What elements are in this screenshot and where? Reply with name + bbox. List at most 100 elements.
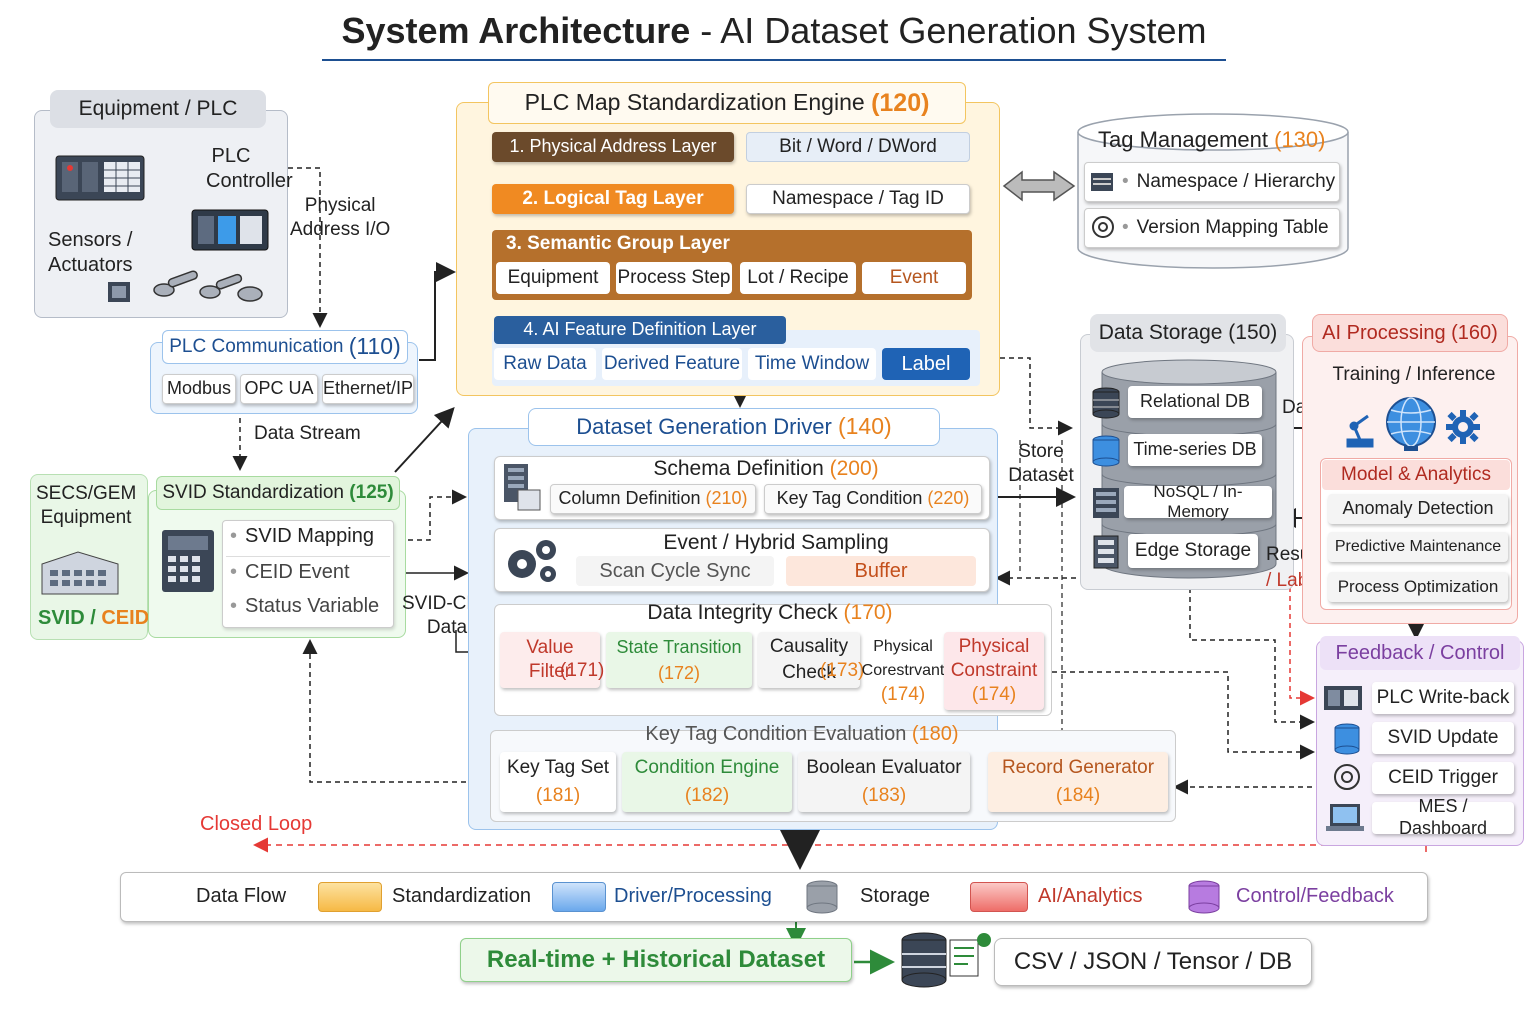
state-transition-num: (172) <box>657 663 701 683</box>
state-transition-text: State Transition <box>616 637 742 657</box>
plc-comm-title: PLC Communication (110) <box>162 330 408 364</box>
legend-control: Control/Feedback <box>1236 885 1394 907</box>
event-sampling-title: Event / Hybrid Sampling <box>663 531 889 554</box>
keytag-title: Key Tag Condition Evaluation (180) <box>496 722 1108 747</box>
engine-num: (120) <box>871 89 930 117</box>
logical-tag-layer: 2. Logical Tag Layer <box>492 184 734 214</box>
secs-title: SECS/GEM Equipment <box>36 483 137 528</box>
nosql-db: NoSQL / In-Memory <box>1124 482 1272 521</box>
tag-mgmt-num: (130) <box>1274 127 1326 152</box>
tag-mgmt-title: Tag Management (130) <box>1098 126 1325 154</box>
legend-swatch-driver <box>552 882 606 912</box>
record-generator-text: Record Generator <box>1001 757 1155 778</box>
timeseries-db: Time-series DB <box>1128 434 1262 466</box>
plc-comm-num: (110) <box>348 333 401 360</box>
integrity-num: (170) <box>843 601 893 624</box>
legend-data-flow: Data Flow <box>196 885 287 907</box>
tag-mgmt-title-text: Tag Management <box>1098 127 1268 152</box>
trigger-gear-icon <box>1332 762 1362 792</box>
engine-title-text: PLC Map Standardization Engine <box>524 89 865 116</box>
value-filter: Value Filter <box>500 632 600 688</box>
svid-mapping-item: SVID Mapping <box>230 524 374 549</box>
key-tag-set-text: Key Tag Set <box>506 757 610 778</box>
sensor-icon <box>106 280 132 304</box>
title-main: System Architecture <box>341 10 691 51</box>
semantic-lot-recipe: Lot / Recipe <box>740 262 856 294</box>
key-tag-condition-text: Key Tag Condition <box>776 488 923 509</box>
legend-bar <box>120 872 1428 922</box>
legend-ai: AI/Analytics <box>1038 885 1143 907</box>
semantic-process-step: Process Step <box>616 262 732 294</box>
robot-arm-icon <box>1342 408 1378 450</box>
key-tag-set-num: (181) <box>535 785 581 806</box>
ai-title: AI Processing (160) <box>1312 314 1508 352</box>
mes-dashboard: MES / Dashboard <box>1372 796 1514 838</box>
physical-io-label: Physical Address I/O <box>290 195 391 240</box>
driver-num: (140) <box>837 413 892 440</box>
physical-constraint: Physical Constraint (174) <box>944 632 1044 710</box>
training-inference: Training / Inference <box>1332 363 1496 385</box>
driver-title: Dataset Generation Driver (140) <box>528 408 940 446</box>
svid-divider <box>226 556 390 557</box>
status-variable-item: Status Variable <box>230 594 379 619</box>
predictive-maintenance: Predictive Maintenance <box>1328 532 1508 562</box>
key-tag-condition: Key Tag Condition (220) <box>764 484 982 514</box>
ceid-trigger: CEID Trigger <box>1372 762 1514 794</box>
sensors-label: Sensors / Actuators <box>48 229 133 276</box>
keytag-title-text: Key Tag Condition Evaluation <box>645 723 907 745</box>
physical-constraint-num: (174) <box>971 684 1017 705</box>
controller-icon <box>190 204 270 254</box>
svid-text: SVID <box>38 607 85 629</box>
semantic-event: Event <box>862 262 966 294</box>
feature-derived: Derived Feature <box>602 348 742 380</box>
actuators-icon <box>150 262 274 306</box>
value-filter-num: (171) <box>560 660 605 681</box>
condition-engine: Condition Engine (182) <box>622 752 792 812</box>
schema-title-text: Schema Definition <box>653 457 824 480</box>
data-stream-label: Data Stream <box>254 423 361 444</box>
svid-std-title-text: SVID Standardization <box>162 481 345 503</box>
storage-title: Data Storage (150) <box>1090 314 1286 352</box>
store-dataset-label: Store Dataset <box>1008 441 1074 486</box>
physical-address-layer: 1. Physical Address Layer <box>492 132 734 162</box>
integrity-title: Data Integrity Check (170) <box>500 600 1040 626</box>
protocol-modbus: Modbus <box>162 374 236 404</box>
physical-corestrvant: Physical Corestrvant (174) <box>861 632 945 710</box>
physical-constraint-text: Physical Constraint <box>950 636 1038 681</box>
key-tag-set: Key Tag Set (181) <box>500 752 616 812</box>
feature-label: Label <box>882 348 970 380</box>
gear-icon <box>1444 408 1482 446</box>
output-formats: CSV / JSON / Tensor / DB <box>994 938 1312 986</box>
ceid-event-item: CEID Event <box>230 560 349 585</box>
slash-text: / <box>84 607 102 629</box>
page-title: System Architecture - AI Dataset Generat… <box>322 8 1226 54</box>
column-definition: Column Definition (210) <box>550 484 756 514</box>
feature-raw-data: Raw Data <box>494 348 596 380</box>
plc-device-icon <box>1322 684 1364 712</box>
equipment-title: Equipment / PLC <box>50 90 266 128</box>
legend-swatch-standardization <box>318 882 382 912</box>
namespace-hierarchy-item: Namespace / Hierarchy <box>1122 170 1336 194</box>
protocol-opcua: OPC UA <box>240 374 318 404</box>
integrity-title-text: Data Integrity Check <box>647 601 838 624</box>
process-optimization: Process Optimization <box>1328 572 1508 602</box>
relational-db: Relational DB <box>1128 386 1262 418</box>
list-table-icon <box>1090 172 1114 192</box>
plc-rack-icon <box>54 152 146 204</box>
bit-word-dword: Bit / Word / DWord <box>746 132 970 162</box>
database-icon <box>1332 722 1362 756</box>
gears-icon <box>502 534 562 586</box>
svid-std-num: (125) <box>349 481 394 503</box>
factory-building-icon <box>38 544 122 600</box>
server-rack-icon <box>1090 486 1122 520</box>
value-filter-text: Value Filter <box>526 637 574 682</box>
boolean-evaluator-num: (183) <box>861 785 907 806</box>
state-transition: State Transition (172) <box>606 632 752 688</box>
physical-corestrvant-text: Physical Corestrvant <box>861 638 945 679</box>
schema-num: (200) <box>829 457 879 480</box>
scan-cycle-sync: Scan Cycle Sync <box>576 556 774 586</box>
causality-num: (173) <box>820 660 865 681</box>
anomaly-detection: Anomaly Detection <box>1328 494 1508 524</box>
record-generator-num: (184) <box>1055 785 1101 806</box>
physical-corestrvant-num: (174) <box>880 684 926 705</box>
